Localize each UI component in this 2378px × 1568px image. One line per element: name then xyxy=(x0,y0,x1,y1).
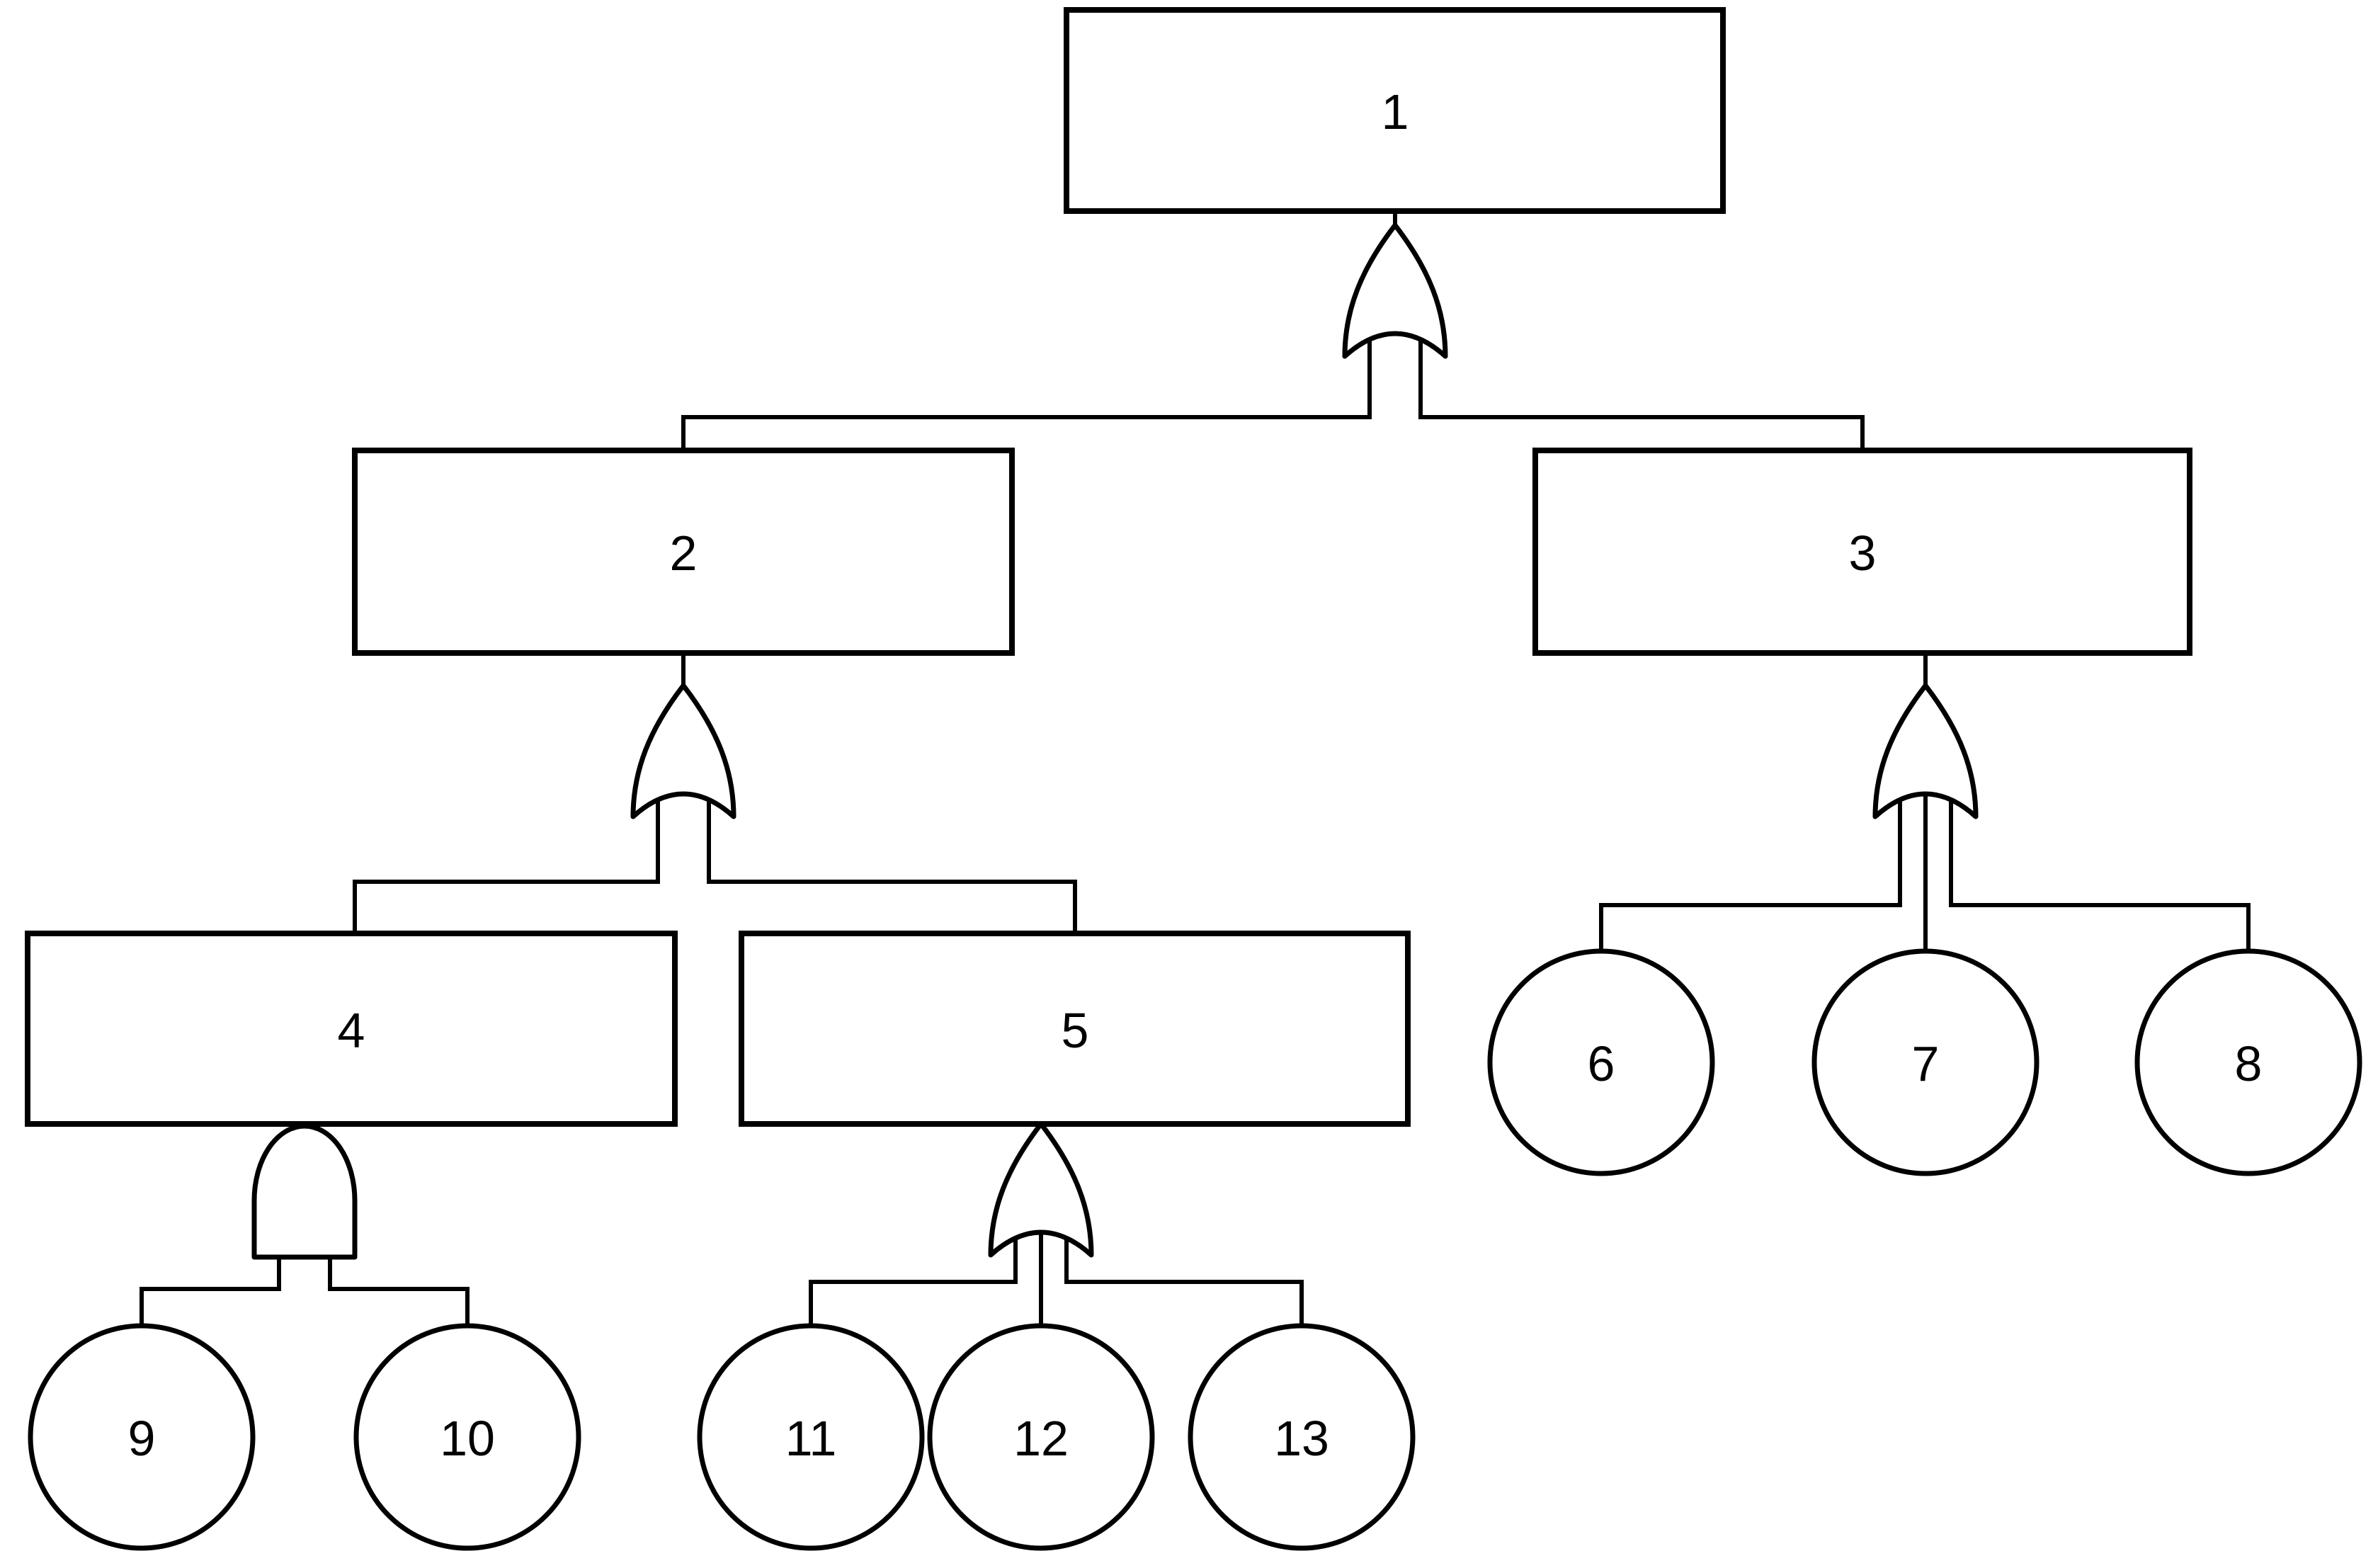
connectors xyxy=(140,210,2251,1328)
basic-event-label-9: 9 xyxy=(128,1411,156,1466)
event-label-1: 1 xyxy=(1382,84,1409,140)
basic-event-10: 10 xyxy=(353,1323,581,1551)
basic-event-12: 12 xyxy=(927,1323,1155,1551)
connector-5-right xyxy=(1066,1280,1304,1328)
event-label-2: 2 xyxy=(670,525,698,581)
connector-2-right xyxy=(709,880,1077,934)
basic-event-label-10: 10 xyxy=(440,1411,495,1466)
connector-1-left xyxy=(681,415,1370,451)
basic-event-circle-7 xyxy=(1811,948,2039,1176)
or-gate-under-5 xyxy=(988,1121,1094,1258)
basic-event-label-7: 7 xyxy=(1912,1036,1940,1091)
event-node-2: 2 xyxy=(352,448,1015,656)
basic-event-7: 7 xyxy=(1811,948,2039,1176)
basic-event-label-6: 6 xyxy=(1588,1036,1615,1091)
basic-event-label-11: 11 xyxy=(785,1411,837,1466)
event-node-1: 1 xyxy=(1064,7,1726,214)
basic-event-circle-12 xyxy=(927,1323,1155,1551)
connector-3-left xyxy=(1599,903,1900,953)
gates xyxy=(251,222,1979,1260)
event-label-4: 4 xyxy=(338,1003,365,1058)
basic-event-label-12: 12 xyxy=(1013,1411,1069,1466)
event-label-3: 3 xyxy=(1849,525,1877,581)
basic-event-13: 13 xyxy=(1188,1323,1416,1551)
basic-event-circle-10 xyxy=(353,1323,581,1551)
connector-4-right xyxy=(330,1287,470,1328)
or-gate-under-1 xyxy=(1342,222,1448,359)
connector-1-right xyxy=(1421,415,1865,451)
connector-3-right xyxy=(1951,903,2251,953)
event-label-5: 5 xyxy=(1062,1003,1089,1058)
connector-4-left xyxy=(140,1287,279,1328)
or-gate-under-2 xyxy=(630,683,736,819)
connector-2-left xyxy=(353,880,658,934)
basic-event-circle-9 xyxy=(28,1323,256,1551)
event-node-4: 4 xyxy=(25,931,678,1127)
basic-event-6: 6 xyxy=(1487,948,1715,1176)
basic-event-8: 8 xyxy=(2134,948,2362,1176)
event-box-4 xyxy=(25,931,678,1127)
basic-event-11: 11 xyxy=(697,1323,925,1551)
event-box-3 xyxy=(1532,448,2192,656)
event-box-1 xyxy=(1064,7,1726,214)
event-node-3: 3 xyxy=(1532,448,2192,656)
basic-event-9: 9 xyxy=(28,1323,256,1551)
connector-5-left xyxy=(809,1280,1016,1328)
basic-event-circle-6 xyxy=(1487,948,1715,1176)
event-node-5: 5 xyxy=(739,931,1411,1127)
and-gate-under-4 xyxy=(251,1123,358,1260)
or-gate-under-3 xyxy=(1872,683,1979,819)
basic-event-circle-11 xyxy=(697,1323,925,1551)
basic-event-circle-13 xyxy=(1188,1323,1416,1551)
basic-event-label-13: 13 xyxy=(1274,1411,1329,1466)
basic-event-label-8: 8 xyxy=(2235,1036,2263,1091)
basic-event-circle-8 xyxy=(2134,948,2362,1176)
gate-stems xyxy=(277,339,1953,1291)
event-box-2 xyxy=(352,448,1015,656)
event-box-5 xyxy=(739,931,1411,1127)
